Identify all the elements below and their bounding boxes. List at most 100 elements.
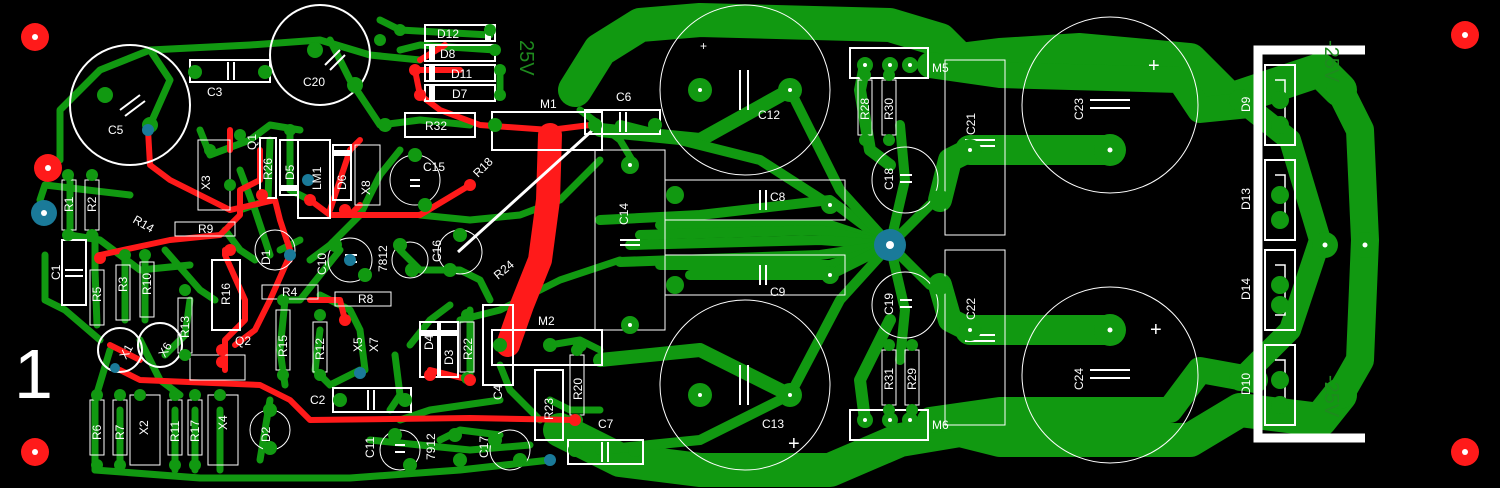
power-trace-upper [917,52,1263,123]
label-r26: R26 [261,158,275,180]
label-r6: R6 [90,424,104,440]
label-c18: C18 [882,168,896,190]
label-c6: C6 [616,90,632,104]
label-7812: 7812 [376,245,390,272]
label-d2: D2 [259,426,273,442]
res-r3 [115,264,131,321]
cap-outline-c12 [659,4,831,176]
label-x6: X6 [155,340,175,360]
res-r32 [404,112,476,138]
cap-outline-c13 [659,299,831,471]
label-r14: R14 [131,212,157,235]
label-m1: M1 [540,97,557,111]
label-c7: C7 [598,417,614,431]
label-x5: X5 [351,337,365,352]
label-c19: C19 [882,293,896,315]
svg-text:+: + [700,39,707,53]
label-r24: R24 [491,257,517,282]
power-trace-bottom [543,378,1357,487]
label-r8: R8 [358,292,374,306]
label-c20: C20 [303,75,325,89]
label-x8: X8 [359,180,373,195]
label-x7: X7 [367,337,381,352]
label-m5: M5 [932,61,949,75]
label-d7: D7 [452,87,468,101]
power-trace-lower [917,357,1268,433]
label-r29: R29 [905,368,919,390]
cap-outline-c19 [871,271,939,339]
label-c10: C10 [315,253,329,275]
cap-outline-c5 [69,44,191,166]
label-c23: C23 [1072,98,1086,120]
cap-box-c4 [482,304,514,386]
mounting-holes [21,21,1479,466]
diode-outline-d1 [254,229,296,271]
cap-outline-c10 [327,237,373,283]
res-r8 [334,291,392,307]
label-c17: C17 [477,436,491,458]
label-r12: R12 [313,338,327,360]
label-d14: D14 [1239,278,1253,300]
jumper-wire [456,126,597,254]
label-d8: D8 [440,47,456,61]
cap-outline-c23 [1021,16,1199,194]
label-d12: D12 [437,27,459,41]
label-c4: C4 [491,384,505,400]
rect-d9 [1264,64,1296,146]
label-r7: R7 [113,424,127,440]
label-r5: R5 [90,286,104,302]
label-r2: R2 [85,196,99,212]
rect-d10 [1264,344,1296,426]
label-d6: D6 [335,174,349,190]
cap-outline-c11 [379,429,421,471]
label-c16: C16 [430,240,444,262]
vias [110,124,556,466]
svg-text:+: + [1150,319,1162,341]
xtal-outline-x6 [137,322,183,368]
c6-link [615,120,835,210]
label-r11: R11 [168,421,182,442]
label-r9: R9 [198,222,214,236]
label-c3: C3 [207,85,223,99]
label-x1: X1 [116,342,136,362]
label-c15: C15 [423,160,445,174]
res-r16 [211,259,241,331]
xtal-outline-x1 [97,327,143,373]
res-r5 [89,269,105,326]
label-c8: C8 [770,190,786,204]
label-r30: R30 [882,98,896,120]
label-m2: M2 [538,314,555,328]
svg-text:+: + [788,433,800,455]
label-d4: D4 [422,334,436,350]
label-c12: C12 [758,108,780,122]
label-r16: R16 [219,283,233,305]
label-d5: D5 [283,164,297,180]
cap-symbols [65,49,1130,462]
cap-outline-c20 [269,4,371,106]
res-r26 [259,137,277,199]
label-c11: C11 [363,437,377,458]
voltage-label-top: 25V [515,40,537,76]
cap-box-c21 [944,59,1006,236]
label-c9: C9 [770,285,786,299]
label-c14: C14 [617,203,631,225]
label-r10: R10 [140,273,154,295]
label-r28: R28 [858,98,872,120]
label-r4: R4 [282,285,298,299]
label-d11: D11 [451,67,472,81]
label-d10: D10 [1239,373,1253,395]
label-r13: R13 [178,316,192,338]
res-r4 [261,284,319,300]
label-r15: R15 [276,335,290,357]
label-r23: R23 [542,398,556,420]
label-r17: R17 [188,420,202,442]
label-c13: C13 [762,417,784,431]
label-x3: X3 [199,175,213,190]
label-lm: LM1 [310,166,324,190]
cap-box-c1 [61,239,87,306]
label-x4: X4 [216,415,230,430]
label-d3: D3 [442,349,456,365]
res-r23 [534,369,564,441]
label-c24: C24 [1072,368,1086,390]
